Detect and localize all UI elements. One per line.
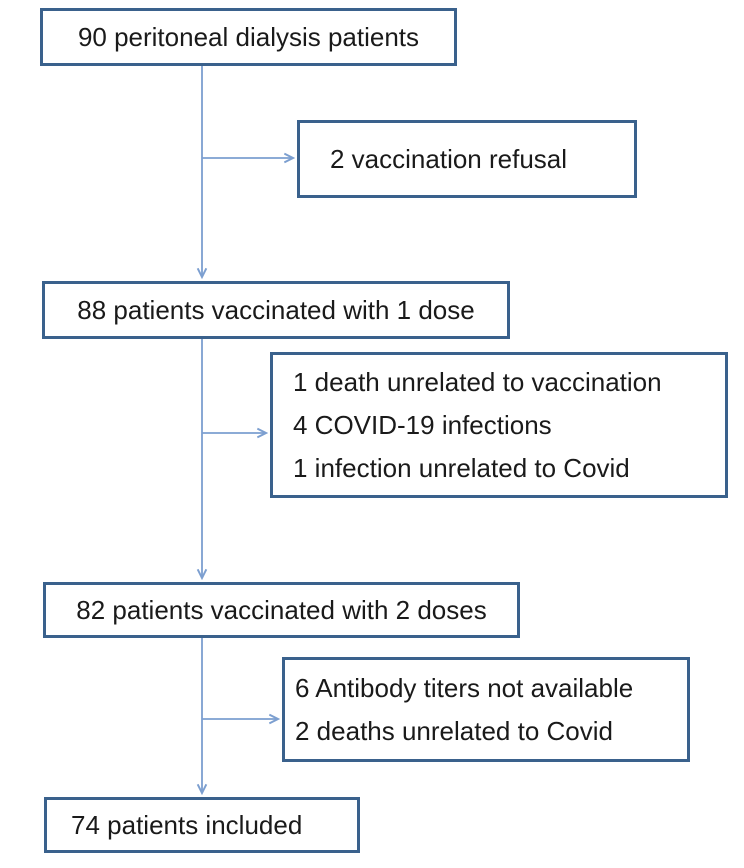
box-vaccinated-1-dose: 88 patients vaccinated with 1 dose	[42, 281, 510, 339]
box-text-line: 1 death unrelated to vaccination	[293, 366, 662, 397]
box-text-line: 2 vaccination refusal	[330, 143, 568, 174]
box-vaccination-refusal: 2 vaccination refusal	[297, 120, 637, 198]
box-patients-included: 74 patients included	[44, 797, 360, 853]
box-excluded-after-dose-1: 1 death unrelated to vaccination 4 COVID…	[270, 352, 728, 498]
box-text-line: 82 patients vaccinated with 2 doses	[76, 594, 487, 625]
box-text-line: 6 Antibody titers not available	[295, 672, 634, 703]
box-excluded-after-dose-2: 6 Antibody titers not available 2 deaths…	[282, 657, 690, 762]
box-text-line: 88 patients vaccinated with 1 dose	[77, 294, 475, 325]
box-vaccinated-2-doses: 82 patients vaccinated with 2 doses	[43, 582, 520, 638]
box-text-line: 1 infection unrelated to Covid	[293, 452, 630, 483]
box-text-line: 90 peritoneal dialysis patients	[77, 21, 420, 52]
box-text-line: 74 patients included	[71, 809, 303, 840]
box-text-line: 4 COVID-19 infections	[293, 409, 552, 440]
box-total-patients: 90 peritoneal dialysis patients	[40, 8, 457, 66]
box-text-line: 2 deaths unrelated to Covid	[295, 715, 613, 746]
